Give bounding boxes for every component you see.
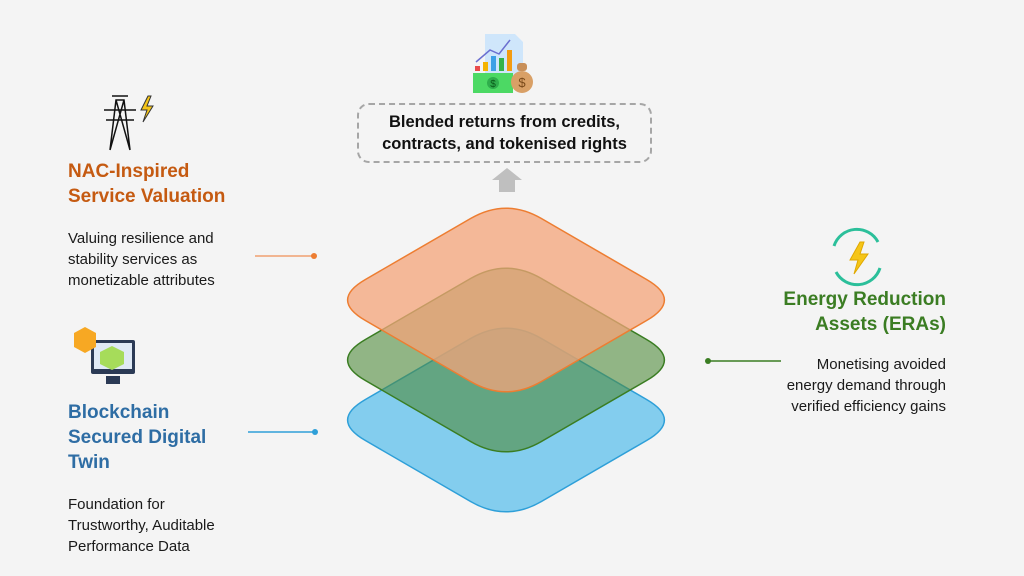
layer-nac bbox=[347, 207, 665, 393]
svg-text:$: $ bbox=[518, 75, 526, 90]
blockchain-computer-icon bbox=[74, 327, 135, 384]
nac-description: Valuing resilience and stability service… bbox=[68, 230, 215, 289]
returns-box: Blended returns from credits, contracts,… bbox=[357, 103, 652, 163]
blockchain-title: Blockchain Secured Digital Twin bbox=[68, 402, 207, 473]
nac-title: NAC-Inspired Service Valuation bbox=[68, 161, 226, 207]
svg-text:$: $ bbox=[490, 79, 496, 90]
power-tower-icon bbox=[104, 95, 154, 151]
era-title: Energy Reduction Assets (ERAs) bbox=[783, 289, 946, 335]
blockchain-description: Foundation for Trustworthy, Auditable Pe… bbox=[68, 496, 215, 555]
era-description: Monetising avoided energy demand through… bbox=[786, 356, 946, 415]
energy-cycle-icon bbox=[832, 227, 882, 287]
up-arrow bbox=[492, 168, 522, 192]
finance-growth-icon: $ $ bbox=[473, 34, 533, 93]
